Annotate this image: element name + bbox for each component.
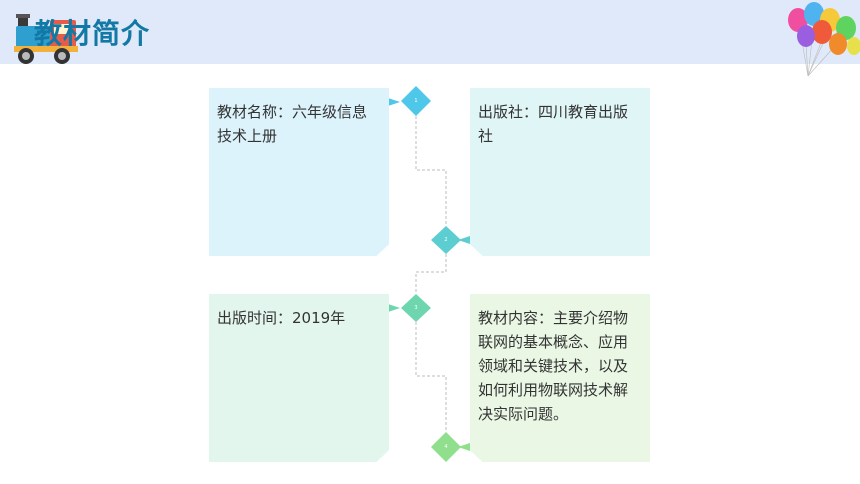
info-card-publish-date: 出版时间：2019年 — [209, 294, 389, 462]
timeline-marker-1 — [388, 86, 431, 116]
timeline-marker-2 — [431, 226, 470, 254]
timeline-marker-3 — [388, 294, 431, 322]
timeline-connector — [415, 116, 447, 432]
timeline-marker-4 — [431, 432, 470, 462]
toy-train-icon — [14, 14, 78, 64]
step-number-1: 1 — [414, 98, 418, 104]
step-number-2: 2 — [444, 237, 448, 243]
info-card-publisher: 出版社：四川教育出版社 — [470, 88, 650, 256]
header-band — [0, 0, 860, 64]
step-number-4: 4 — [444, 444, 448, 450]
info-card-content: 教材内容：主要介绍物联网的基本概念、应用领域和关键技术，以及如何利用物联网技术解… — [470, 294, 650, 462]
info-card-textbook-name: 教材名称：六年级信息技术上册 — [209, 88, 389, 256]
page-title: 教材简介 — [34, 17, 151, 50]
step-number-3: 3 — [414, 305, 418, 311]
balloons-icon — [788, 2, 860, 77]
